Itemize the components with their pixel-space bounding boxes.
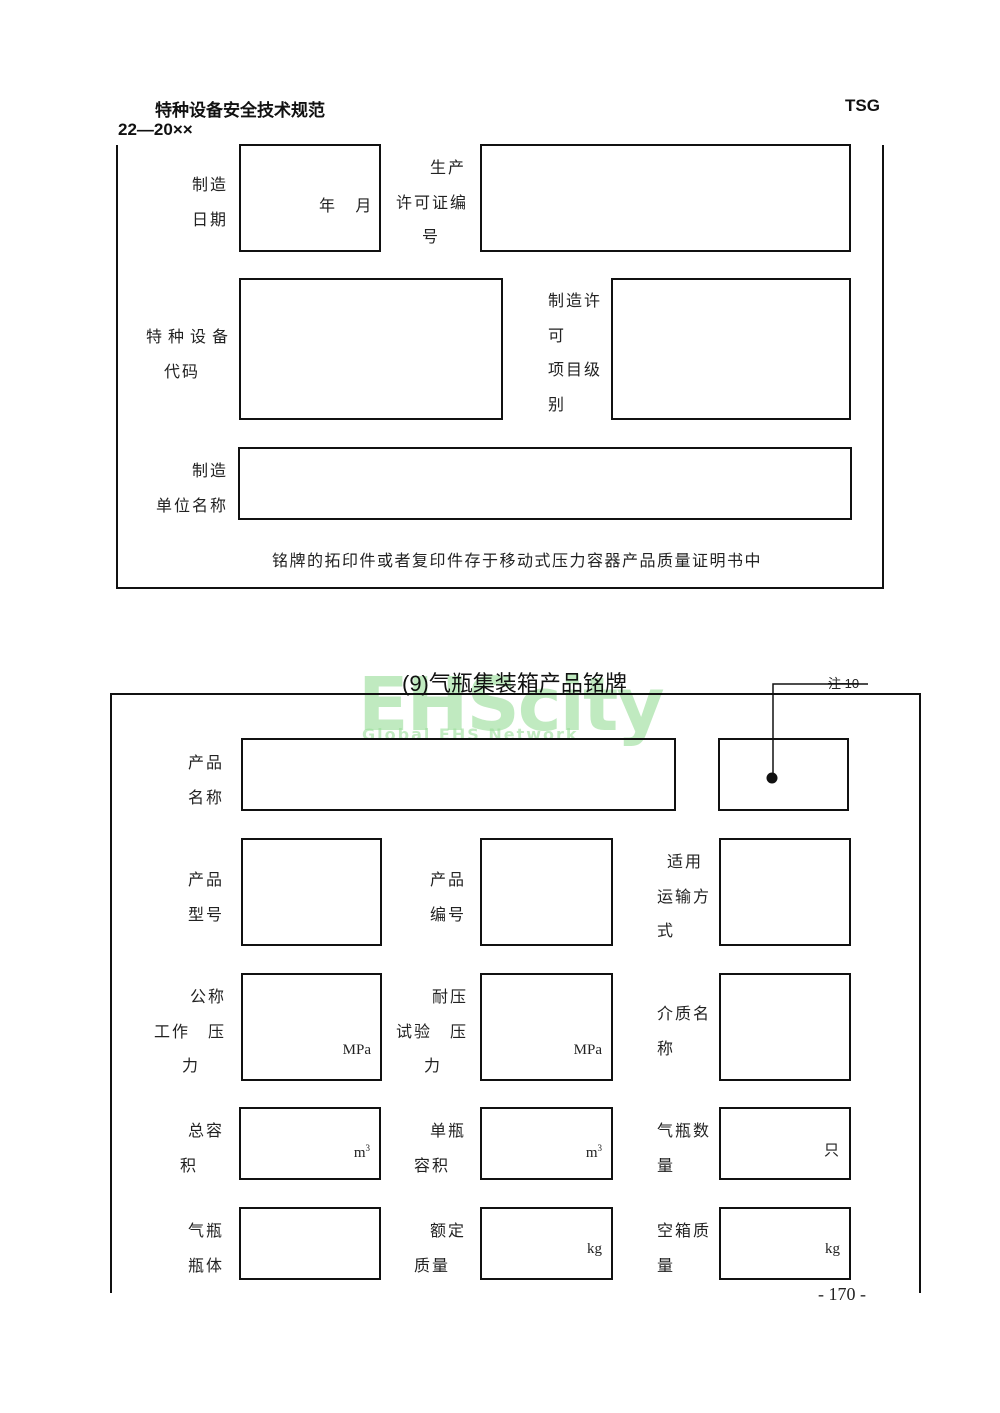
license-number-field[interactable] <box>480 144 851 252</box>
product-model-label: 产品 型号 <box>187 870 224 924</box>
cylinder-body-label: 气瓶 瓶体 <box>187 1221 224 1275</box>
cylinder-count-field[interactable]: 只 <box>719 1107 851 1180</box>
date-units: 年 月 <box>319 196 372 215</box>
standard-code-prefix: TSG <box>845 96 880 115</box>
product-number-field[interactable] <box>480 838 613 946</box>
cylinder-body-field[interactable] <box>239 1207 381 1280</box>
mark-field[interactable] <box>718 738 849 811</box>
product-number-label: 产品 编号 <box>429 870 466 924</box>
empty-mass-label: 空箱质 量 <box>657 1221 712 1275</box>
watermark-logo: EHScity <box>358 662 665 748</box>
nameplate-1-footnote: 铭牌的拓印件或者复印件存于移动式压力容器产品质量证明书中 <box>272 551 763 570</box>
leader-line-icon <box>766 683 868 784</box>
single-volume-label: 单瓶 容积 <box>414 1121 467 1175</box>
nameplate-2-frame <box>110 693 921 1293</box>
license-number-label: 生产 许可证编 号 <box>396 158 469 246</box>
empty-mass-field[interactable]: kg <box>719 1207 851 1280</box>
total-volume-unit: m3 <box>353 1143 370 1161</box>
product-name-field[interactable] <box>241 738 676 811</box>
total-volume-label: 总容 积 <box>180 1121 224 1175</box>
manufacturer-field[interactable] <box>238 447 852 520</box>
product-model-field[interactable] <box>241 838 382 946</box>
medium-name-label: 介质名 称 <box>657 1004 712 1058</box>
standard-code-number: 22—20×× <box>118 120 193 139</box>
working-pressure-label: 公称 工作 压 力 <box>154 987 227 1075</box>
single-volume-unit: m3 <box>585 1143 602 1161</box>
single-volume-field[interactable]: m3 <box>480 1107 613 1180</box>
manufacturer-label: 制造 单位名称 <box>155 461 228 515</box>
empty-mass-unit: kg <box>825 1241 840 1257</box>
license-level-field[interactable] <box>611 278 851 420</box>
license-level-label: 制造许 可 项目级 别 <box>548 291 603 414</box>
test-pressure-label: 耐压 试验 压 力 <box>396 987 469 1075</box>
rated-mass-unit: kg <box>587 1241 602 1257</box>
page-number: - 170 - <box>818 1284 866 1304</box>
rated-mass-field[interactable]: kg <box>480 1207 613 1280</box>
transport-mode-label: 适用 运输方 式 <box>657 852 712 940</box>
rated-mass-label: 额定 质量 <box>414 1221 467 1275</box>
nameplate-2-title: (9)气瓶集装箱产品铭牌 <box>402 671 627 696</box>
working-pressure-field[interactable]: MPa <box>241 973 382 1081</box>
cylinder-count-label: 气瓶数 量 <box>657 1121 712 1175</box>
manufacture-date-label: 制造 日期 <box>191 175 228 229</box>
product-name-label: 产品 名称 <box>187 753 224 807</box>
manufacture-date-field[interactable]: 年 月 <box>239 144 381 252</box>
working-pressure-unit: MPa <box>342 1042 371 1058</box>
device-code-label: 特种设备 代码 <box>146 327 235 381</box>
test-pressure-field[interactable]: MPa <box>480 973 613 1081</box>
nameplate-1-frame <box>116 145 884 589</box>
device-code-field[interactable] <box>239 278 503 420</box>
cylinder-count-unit: 只 <box>823 1141 839 1159</box>
document-title: 特种设备安全技术规范 <box>155 101 325 120</box>
transport-mode-field[interactable] <box>719 838 851 946</box>
test-pressure-unit: MPa <box>573 1042 602 1058</box>
medium-name-field[interactable] <box>719 973 851 1081</box>
total-volume-field[interactable]: m3 <box>239 1107 381 1180</box>
